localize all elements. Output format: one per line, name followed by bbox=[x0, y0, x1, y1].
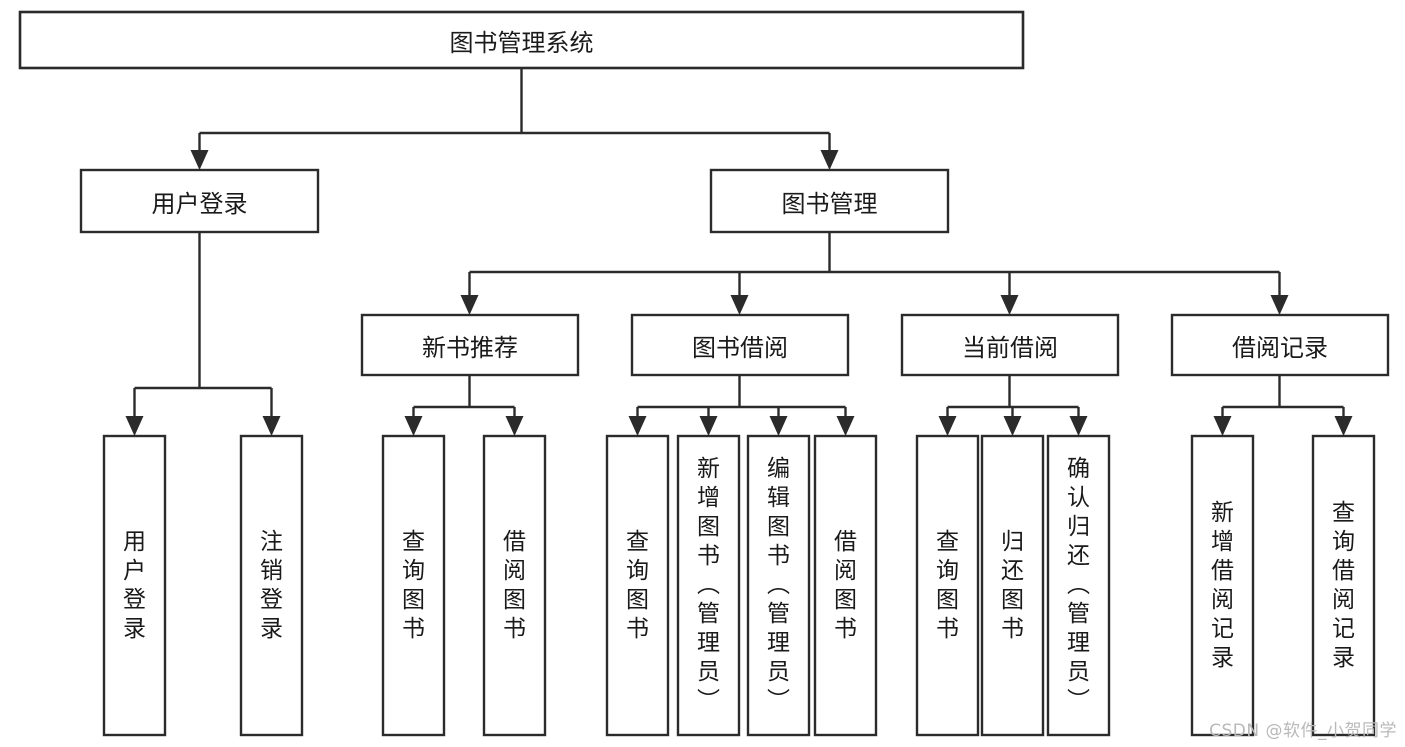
arrowhead-leaf-borrow-book-rec bbox=[505, 416, 524, 436]
node-box-leaf-borrow-book-rec[interactable] bbox=[482, 434, 547, 737]
arrowhead-new-book-recommend bbox=[460, 295, 479, 315]
arrowhead-leaf-query-book-cur bbox=[938, 416, 957, 436]
arrowhead-book-borrow bbox=[730, 295, 749, 315]
connector-group-new-book-recommend bbox=[404, 375, 524, 436]
node-box-current-borrow[interactable] bbox=[900, 313, 1120, 377]
node-box-leaf-user-logout[interactable] bbox=[239, 434, 304, 737]
connector-group-book-manage bbox=[460, 232, 1289, 315]
node-box-user-login[interactable] bbox=[79, 168, 320, 234]
arrowhead-leaf-confirm-return bbox=[1069, 416, 1088, 436]
node-box-leaf-query-book-rec[interactable] bbox=[381, 434, 446, 737]
arrowhead-book-manage bbox=[820, 150, 839, 170]
arrowhead-leaf-query-record bbox=[1334, 416, 1353, 436]
node-box-leaf-query-record[interactable] bbox=[1311, 434, 1376, 737]
node-box-root[interactable] bbox=[18, 10, 1025, 70]
node-box-leaf-add-record[interactable] bbox=[1190, 434, 1255, 737]
node-box-book-borrow[interactable] bbox=[630, 313, 850, 377]
connector-group-borrow-record bbox=[1213, 375, 1353, 436]
arrowhead-leaf-add-record bbox=[1213, 416, 1232, 436]
arrowhead-leaf-edit-book bbox=[769, 416, 788, 436]
node-box-book-manage[interactable] bbox=[709, 168, 950, 234]
arrowhead-leaf-return-book bbox=[1003, 416, 1022, 436]
node-box-leaf-query-book-cur[interactable] bbox=[915, 434, 980, 737]
connector-group-current-borrow bbox=[938, 375, 1088, 436]
arrowhead-leaf-borrow-book bbox=[836, 416, 855, 436]
node-box-new-book-recommend[interactable] bbox=[360, 313, 580, 377]
arrowhead-current-borrow bbox=[1000, 295, 1019, 315]
connector-group-user-login bbox=[125, 232, 281, 436]
arrowhead-user-login bbox=[190, 150, 209, 170]
arrowhead-leaf-query-book-borrow bbox=[628, 416, 647, 436]
arrowhead-borrow-record bbox=[1270, 295, 1289, 315]
node-box-leaf-user-login[interactable] bbox=[102, 434, 167, 737]
node-box-leaf-borrow-book[interactable] bbox=[813, 434, 878, 737]
arrowhead-leaf-query-book-rec bbox=[404, 416, 423, 436]
node-box-leaf-confirm-return[interactable] bbox=[1046, 434, 1111, 737]
connector-group-root bbox=[190, 68, 839, 170]
arrowhead-leaf-user-login bbox=[125, 416, 144, 436]
node-box-leaf-query-book-borrow[interactable] bbox=[605, 434, 670, 737]
arrowhead-leaf-add-book bbox=[699, 416, 718, 436]
connector-group-book-borrow bbox=[628, 375, 855, 436]
node-box-borrow-record[interactable] bbox=[1170, 313, 1390, 377]
arrowhead-leaf-user-logout bbox=[262, 416, 281, 436]
node-box-leaf-return-book[interactable] bbox=[980, 434, 1045, 737]
node-box-leaf-add-book[interactable] bbox=[676, 434, 741, 737]
node-box-leaf-edit-book[interactable] bbox=[746, 434, 811, 737]
